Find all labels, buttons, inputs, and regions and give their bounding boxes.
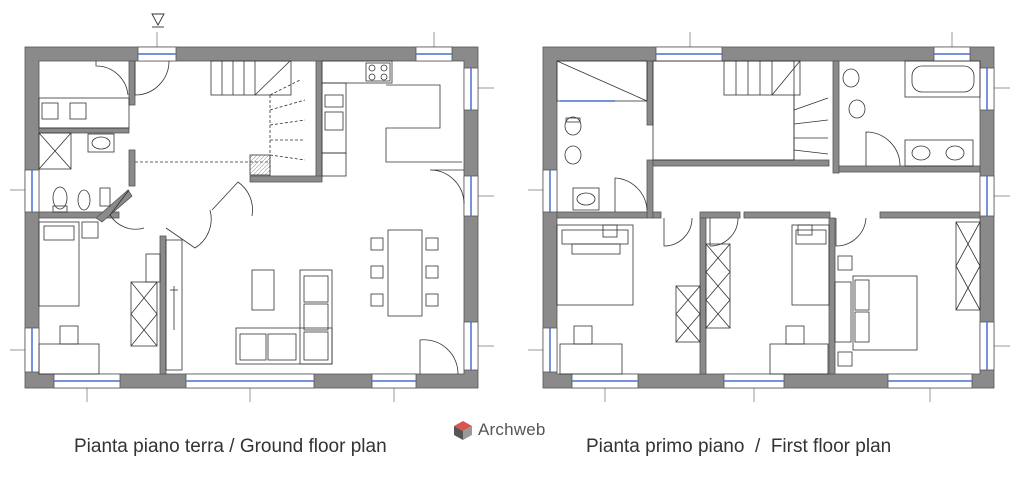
first-floor-plan bbox=[542, 46, 995, 389]
cube-logo-icon bbox=[454, 421, 472, 440]
ground-bedroom bbox=[38, 221, 161, 375]
ground-floor-caption: Pianta piano terra / Ground floor plan bbox=[74, 436, 387, 457]
first-bathroom-right bbox=[842, 60, 981, 167]
first-doors bbox=[663, 217, 867, 247]
logo-wordmark: Archweb bbox=[478, 420, 546, 439]
archweb-logo: Archweb bbox=[452, 418, 546, 442]
ground-floor-plan bbox=[24, 46, 479, 389]
first-bedroom-left bbox=[556, 224, 701, 375]
ground-staircase bbox=[135, 60, 306, 176]
first-bedroom-right bbox=[834, 221, 981, 367]
ground-living-room bbox=[235, 229, 439, 365]
ground-doors bbox=[95, 60, 465, 375]
first-bathroom-left bbox=[556, 60, 648, 212]
entry-marker-icon bbox=[151, 13, 165, 28]
ground-exterior-walls bbox=[24, 46, 479, 389]
first-floor-caption: Pianta primo piano / First floor plan bbox=[586, 436, 892, 457]
first-windows bbox=[542, 46, 995, 389]
first-staircase bbox=[652, 60, 829, 161]
first-bedroom-middle bbox=[705, 224, 830, 375]
ground-kitchen bbox=[321, 60, 462, 177]
dimension-ticks bbox=[10, 32, 1010, 402]
ground-hall-wardrobe bbox=[165, 239, 183, 371]
ground-bathroom bbox=[38, 97, 130, 213]
